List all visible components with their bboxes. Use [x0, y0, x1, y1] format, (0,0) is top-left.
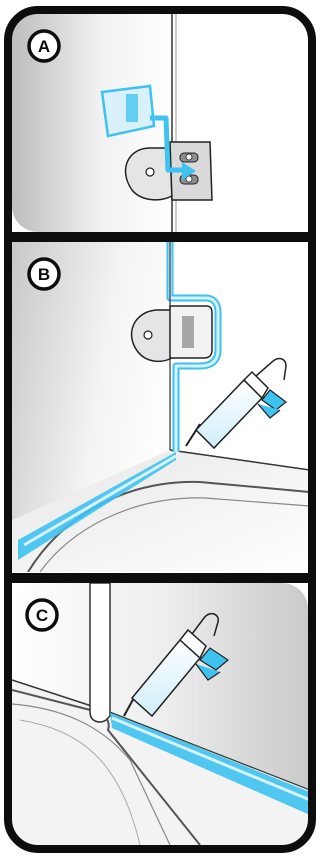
panel-b: [12, 242, 310, 572]
hinge: [132, 306, 212, 361]
step-label-b: B: [38, 265, 50, 284]
divider: [8, 232, 312, 242]
step-badge-a: A: [29, 31, 59, 61]
step-badge-b: B: [29, 259, 59, 289]
step-badge-c: C: [27, 600, 57, 630]
divider: [8, 573, 312, 583]
step-label-c: C: [36, 606, 48, 625]
step-label-a: A: [38, 37, 50, 56]
cover-cap: [102, 86, 154, 136]
